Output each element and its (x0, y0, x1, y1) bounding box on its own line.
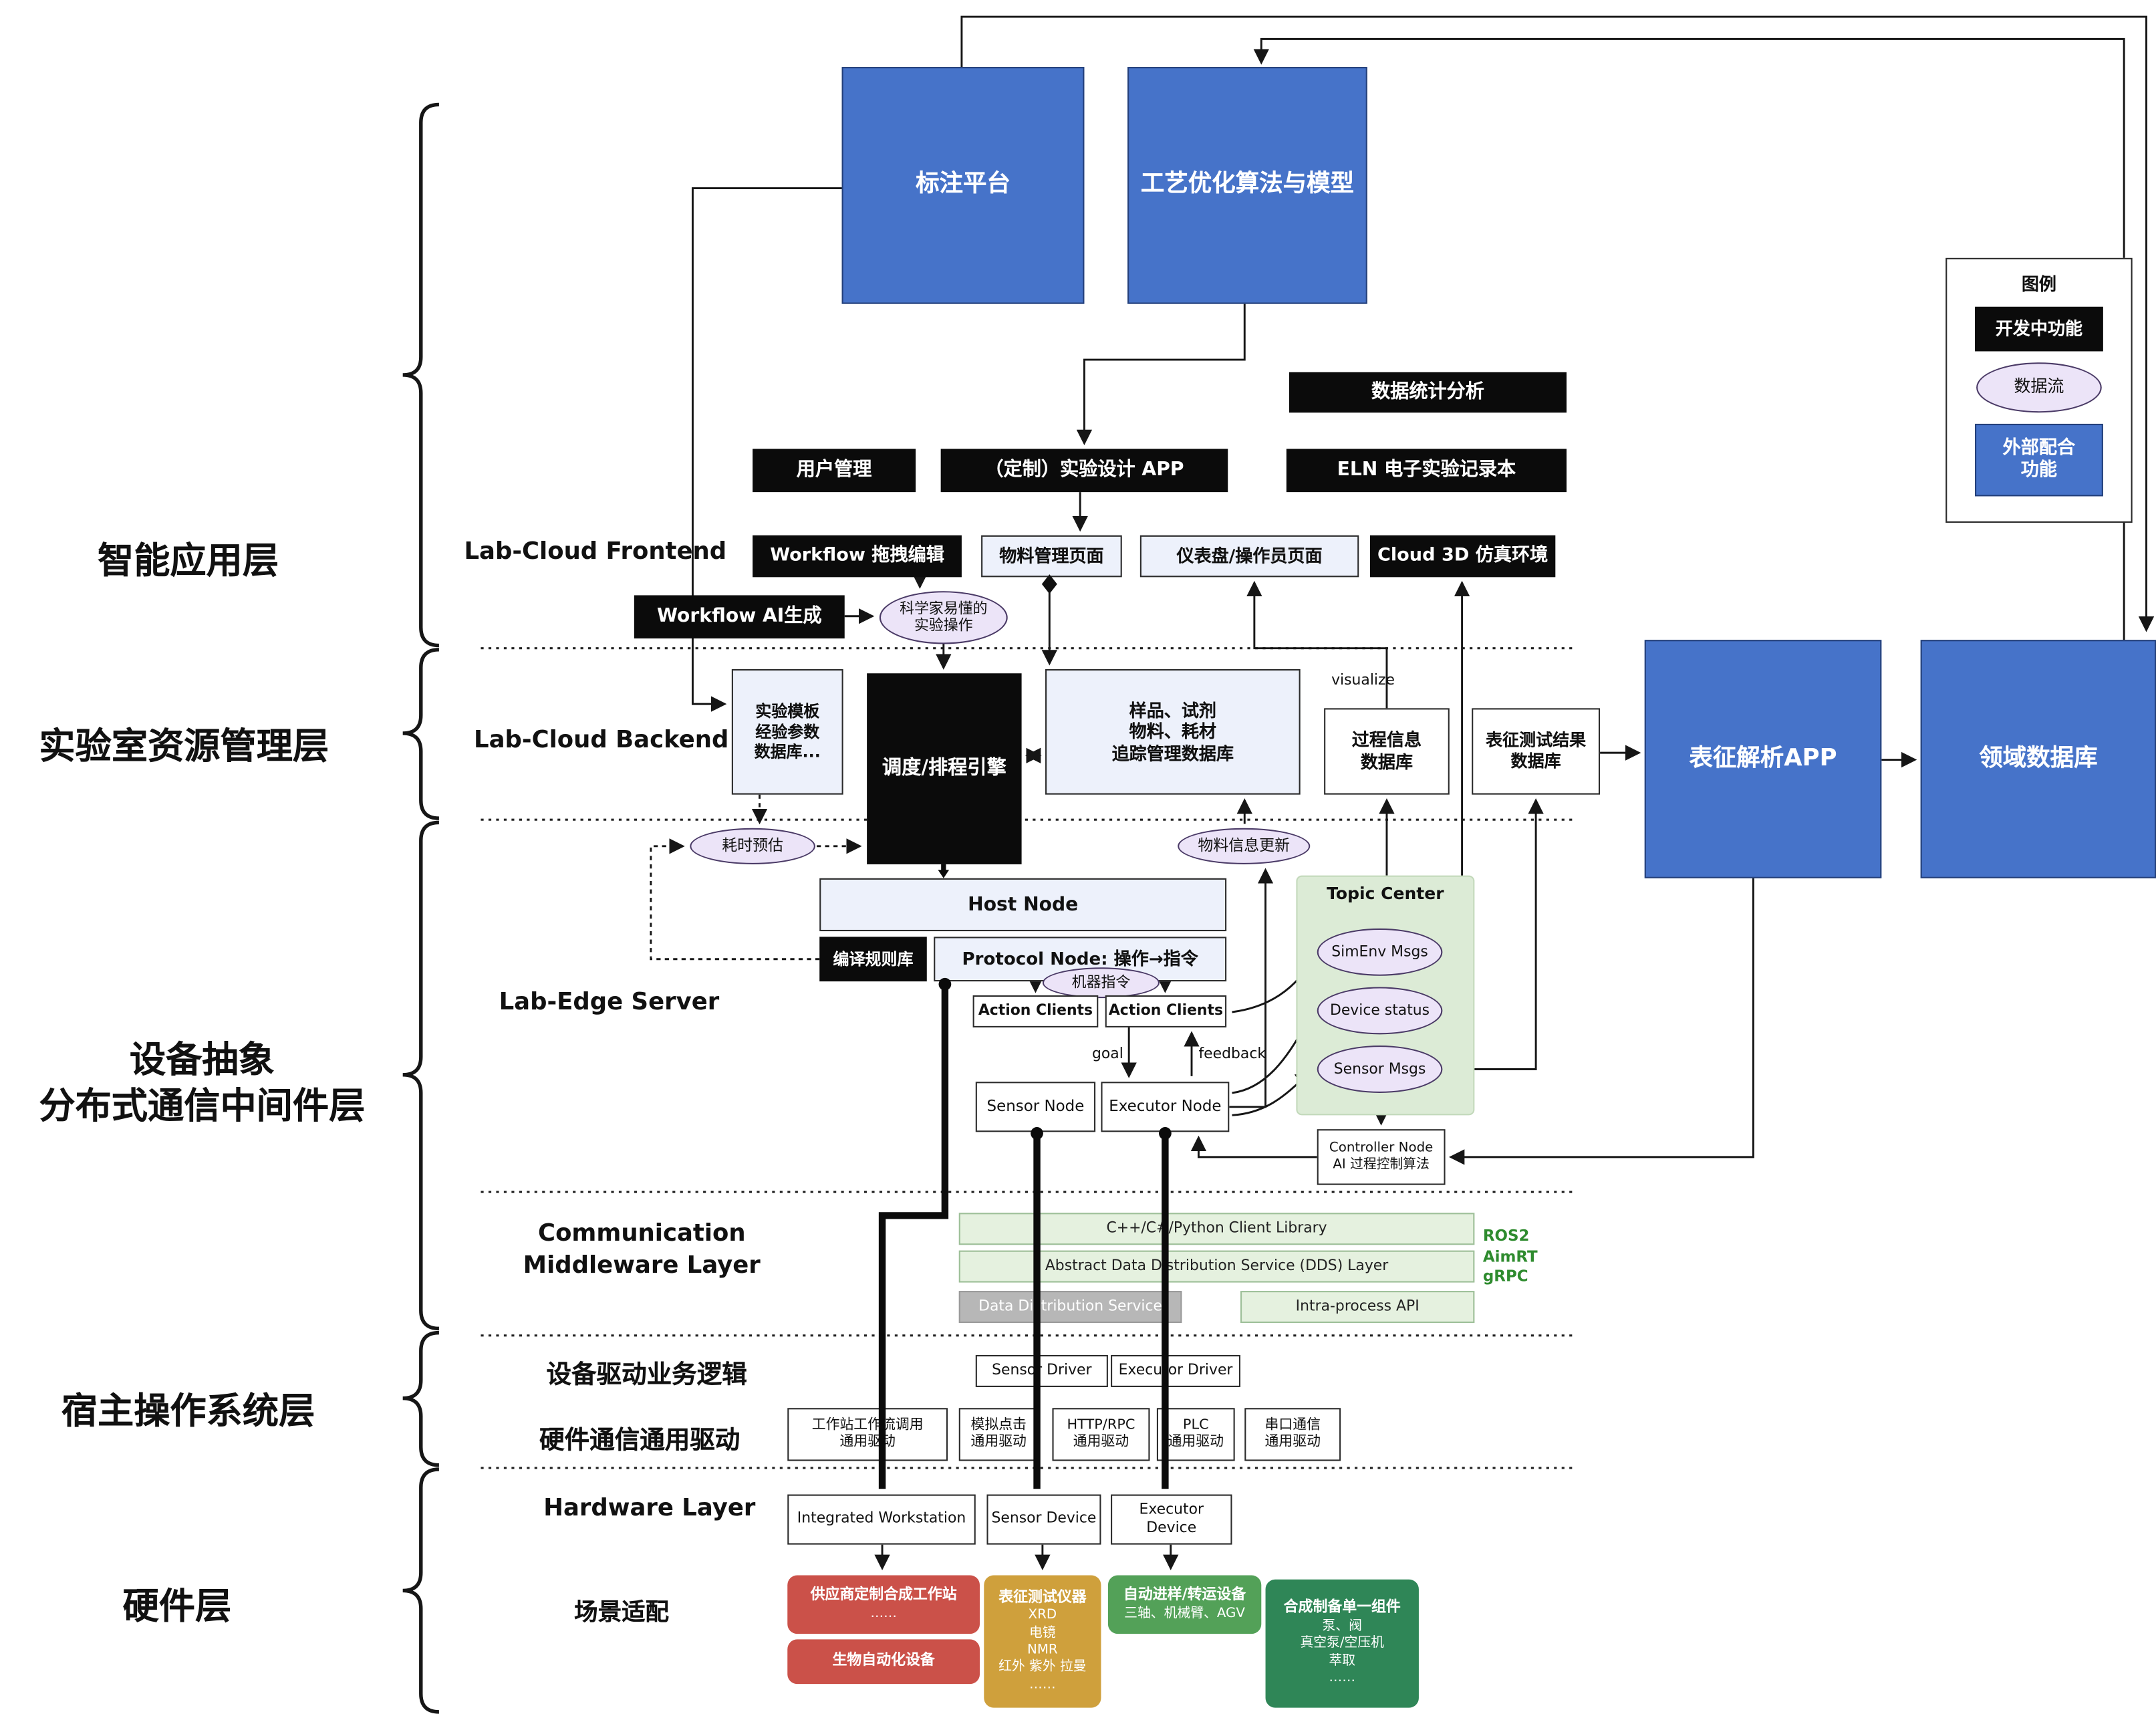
vendor-workstation-card: 供应商定制合成工作站 …… (787, 1575, 980, 1634)
action-clients-left-node: Action Clients (972, 995, 1099, 1027)
simenv-msgs-topic: SimEnv Msgs (1317, 928, 1443, 976)
charact-instruments-card: 表征测试仪器 XRD 电镜 NMR 红外 紫外 拉曼 …… (984, 1575, 1101, 1708)
brace-middleware-layer (402, 820, 440, 1331)
charact-instruments-body: XRD 电镜 NMR 红外 紫外 拉曼 …… (998, 1608, 1087, 1693)
executor-node: Executor Node (1101, 1082, 1230, 1132)
layer-braces (402, 102, 440, 1714)
legend-dataflow-item: 数据流 (1976, 362, 2102, 413)
domain-db-node: 领域数据库 (1920, 640, 2156, 878)
brace-hostos-layer (402, 1330, 440, 1467)
workflow-ai-node: Workflow AI生成 (634, 595, 845, 639)
transfer-devices-body: 三轴、机械臂、AGV (1124, 1605, 1245, 1621)
template-db-node: 实验模板 经验参数 数据库... (731, 668, 843, 795)
dashboard-page-node: 仪表盘/操作员页面 (1139, 535, 1359, 578)
goal-label: goal (1092, 1046, 1123, 1063)
layer-label-host-os: 宿主操作系统层 (61, 1391, 315, 1433)
compile-rules-node: 编译规则库 (819, 937, 927, 982)
machine-instruction-flow: 机器指令 (1042, 967, 1160, 999)
visualize-label: visualize (1331, 672, 1395, 689)
sensor-device-node: Sensor Device (986, 1494, 1101, 1545)
scientist-ops-flow: 科学家易懂的 实验操作 (879, 591, 1008, 644)
charact-instruments-title: 表征测试仪器 (998, 1588, 1087, 1606)
device-driver-logic-label: 设备驱动业务逻辑 (546, 1360, 747, 1390)
controller-node: Controller Node AI 过程控制算法 (1317, 1129, 1446, 1185)
middleware-stacks-label: ROS2 AimRT gRPC (1482, 1227, 1538, 1285)
executor-driver-node: Executor Driver (1111, 1355, 1241, 1387)
brace-lab-resource-layer (402, 648, 440, 820)
intra-process-api-node: Intra-process API (1240, 1291, 1475, 1324)
scene-adapt-label: 场景适配 (574, 1598, 669, 1627)
synthesis-components-card: 合成制备单一组件 泵、阀 真空泵/空压机 萃取 …… (1265, 1579, 1419, 1708)
synthesis-components-body: 泵、阀 真空泵/空压机 萃取 …… (1300, 1618, 1384, 1686)
plc-driver-node: PLC 通用驱动 (1156, 1408, 1235, 1461)
charact-result-db-node: 表征测试结果 数据库 (1472, 708, 1601, 795)
comm-middleware-label: Communication Middleware Layer (523, 1219, 761, 1280)
hw-comm-driver-label: 硬件通信通用驱动 (539, 1426, 740, 1456)
integrated-workstation-node: Integrated Workstation (787, 1494, 976, 1545)
brace-app-layer (402, 102, 440, 648)
synthesis-components-title: 合成制备单一组件 (1283, 1599, 1401, 1616)
sensor-msgs-topic: Sensor Msgs (1317, 1046, 1443, 1093)
transfer-devices-title: 自动进样/转运设备 (1123, 1586, 1246, 1604)
hardware-layer-label: Hardware Layer (543, 1494, 756, 1523)
dds-abstract-layer-node: Abstract Data Distribution Service (DDS)… (958, 1250, 1475, 1283)
data-stats-node: 数据统计分析 (1289, 372, 1567, 413)
dds-impl-node: Data Distribution Service (958, 1291, 1182, 1324)
layer-label-lab-resource: 实验室资源管理层 (39, 726, 329, 769)
feedback-label: feedback (1198, 1046, 1266, 1063)
vendor-workstation-title: 供应商定制合成工作站 (810, 1586, 957, 1604)
vendor-workstation-body: …… (870, 1605, 897, 1621)
host-node: Host Node (819, 878, 1227, 932)
transfer-devices-card: 自动进样/转运设备 三轴、机械臂、AGV (1107, 1575, 1262, 1634)
bio-automation-title: 生物自动化设备 (832, 1652, 935, 1669)
workstation-driver-node: 工作站工作流调用 通用驱动 (787, 1408, 948, 1461)
lab-cloud-backend-label: Lab-Cloud Backend (474, 726, 729, 755)
lab-edge-server-label: Lab-Edge Server (499, 988, 720, 1017)
charact-analysis-app-node: 表征解析APP (1644, 640, 1882, 878)
layer-label-hardware: 硬件层 (122, 1586, 232, 1628)
material-page-node: 物料管理页面 (981, 535, 1122, 578)
time-estimate-flow: 耗时预估 (690, 828, 815, 864)
serial-driver-node: 串口通信 通用驱动 (1244, 1408, 1341, 1461)
device-status-topic: Device status (1317, 987, 1443, 1035)
process-optimization-node: 工艺优化算法与模型 (1127, 67, 1367, 304)
click-sim-driver-node: 模拟点击 通用驱动 (958, 1408, 1039, 1461)
topic-center-title: Topic Center (1327, 884, 1444, 904)
process-info-db-node: 过程信息 数据库 (1324, 708, 1450, 795)
http-rpc-driver-node: HTTP/RPC 通用驱动 (1052, 1408, 1150, 1461)
brace-hardware-layer (402, 1467, 440, 1714)
client-library-node: C++/C#/Python Client Library (958, 1213, 1475, 1245)
layer-separators (481, 647, 1573, 1469)
sensor-node: Sensor Node (975, 1082, 1096, 1132)
sample-tracking-db-node: 样品、试剂 物料、耗材 追踪管理数据库 (1045, 668, 1301, 795)
executor-device-node: Executor Device (1111, 1494, 1232, 1545)
user-management-node: 用户管理 (753, 449, 916, 493)
dotted-arrows (650, 794, 862, 961)
eln-node: ELN 电子实验记录本 (1286, 449, 1567, 493)
workflow-edit-node: Workflow 拖拽编辑 (753, 535, 962, 578)
cloud3d-sim-node: Cloud 3D 仿真环境 (1369, 535, 1556, 578)
flow-arrows (691, 15, 2155, 1570)
sensor-driver-node: Sensor Driver (975, 1355, 1108, 1387)
bio-automation-card: 生物自动化设备 (787, 1639, 980, 1685)
annotation-platform-node: 标注平台 (841, 67, 1085, 304)
lab-cloud-frontend-label: Lab-Cloud Frontend (464, 537, 727, 566)
layer-label-device-abstraction: 设备抽象 分布式通信中间件层 (39, 1039, 366, 1128)
legend-title: 图例 (2021, 273, 2057, 295)
legend-external-item: 外部配合 功能 (1975, 423, 2103, 497)
action-clients-right-node: Action Clients (1105, 995, 1227, 1027)
layer-label-intelligent-app: 智能应用层 (97, 541, 279, 583)
scheduler-engine-node: 调度/排程引擎 (867, 673, 1022, 864)
legend-developing-item: 开发中功能 (1975, 306, 2103, 352)
material-update-flow: 物料信息更新 (1178, 828, 1311, 864)
custom-experiment-app-node: （定制）实验设计 APP (940, 449, 1228, 493)
